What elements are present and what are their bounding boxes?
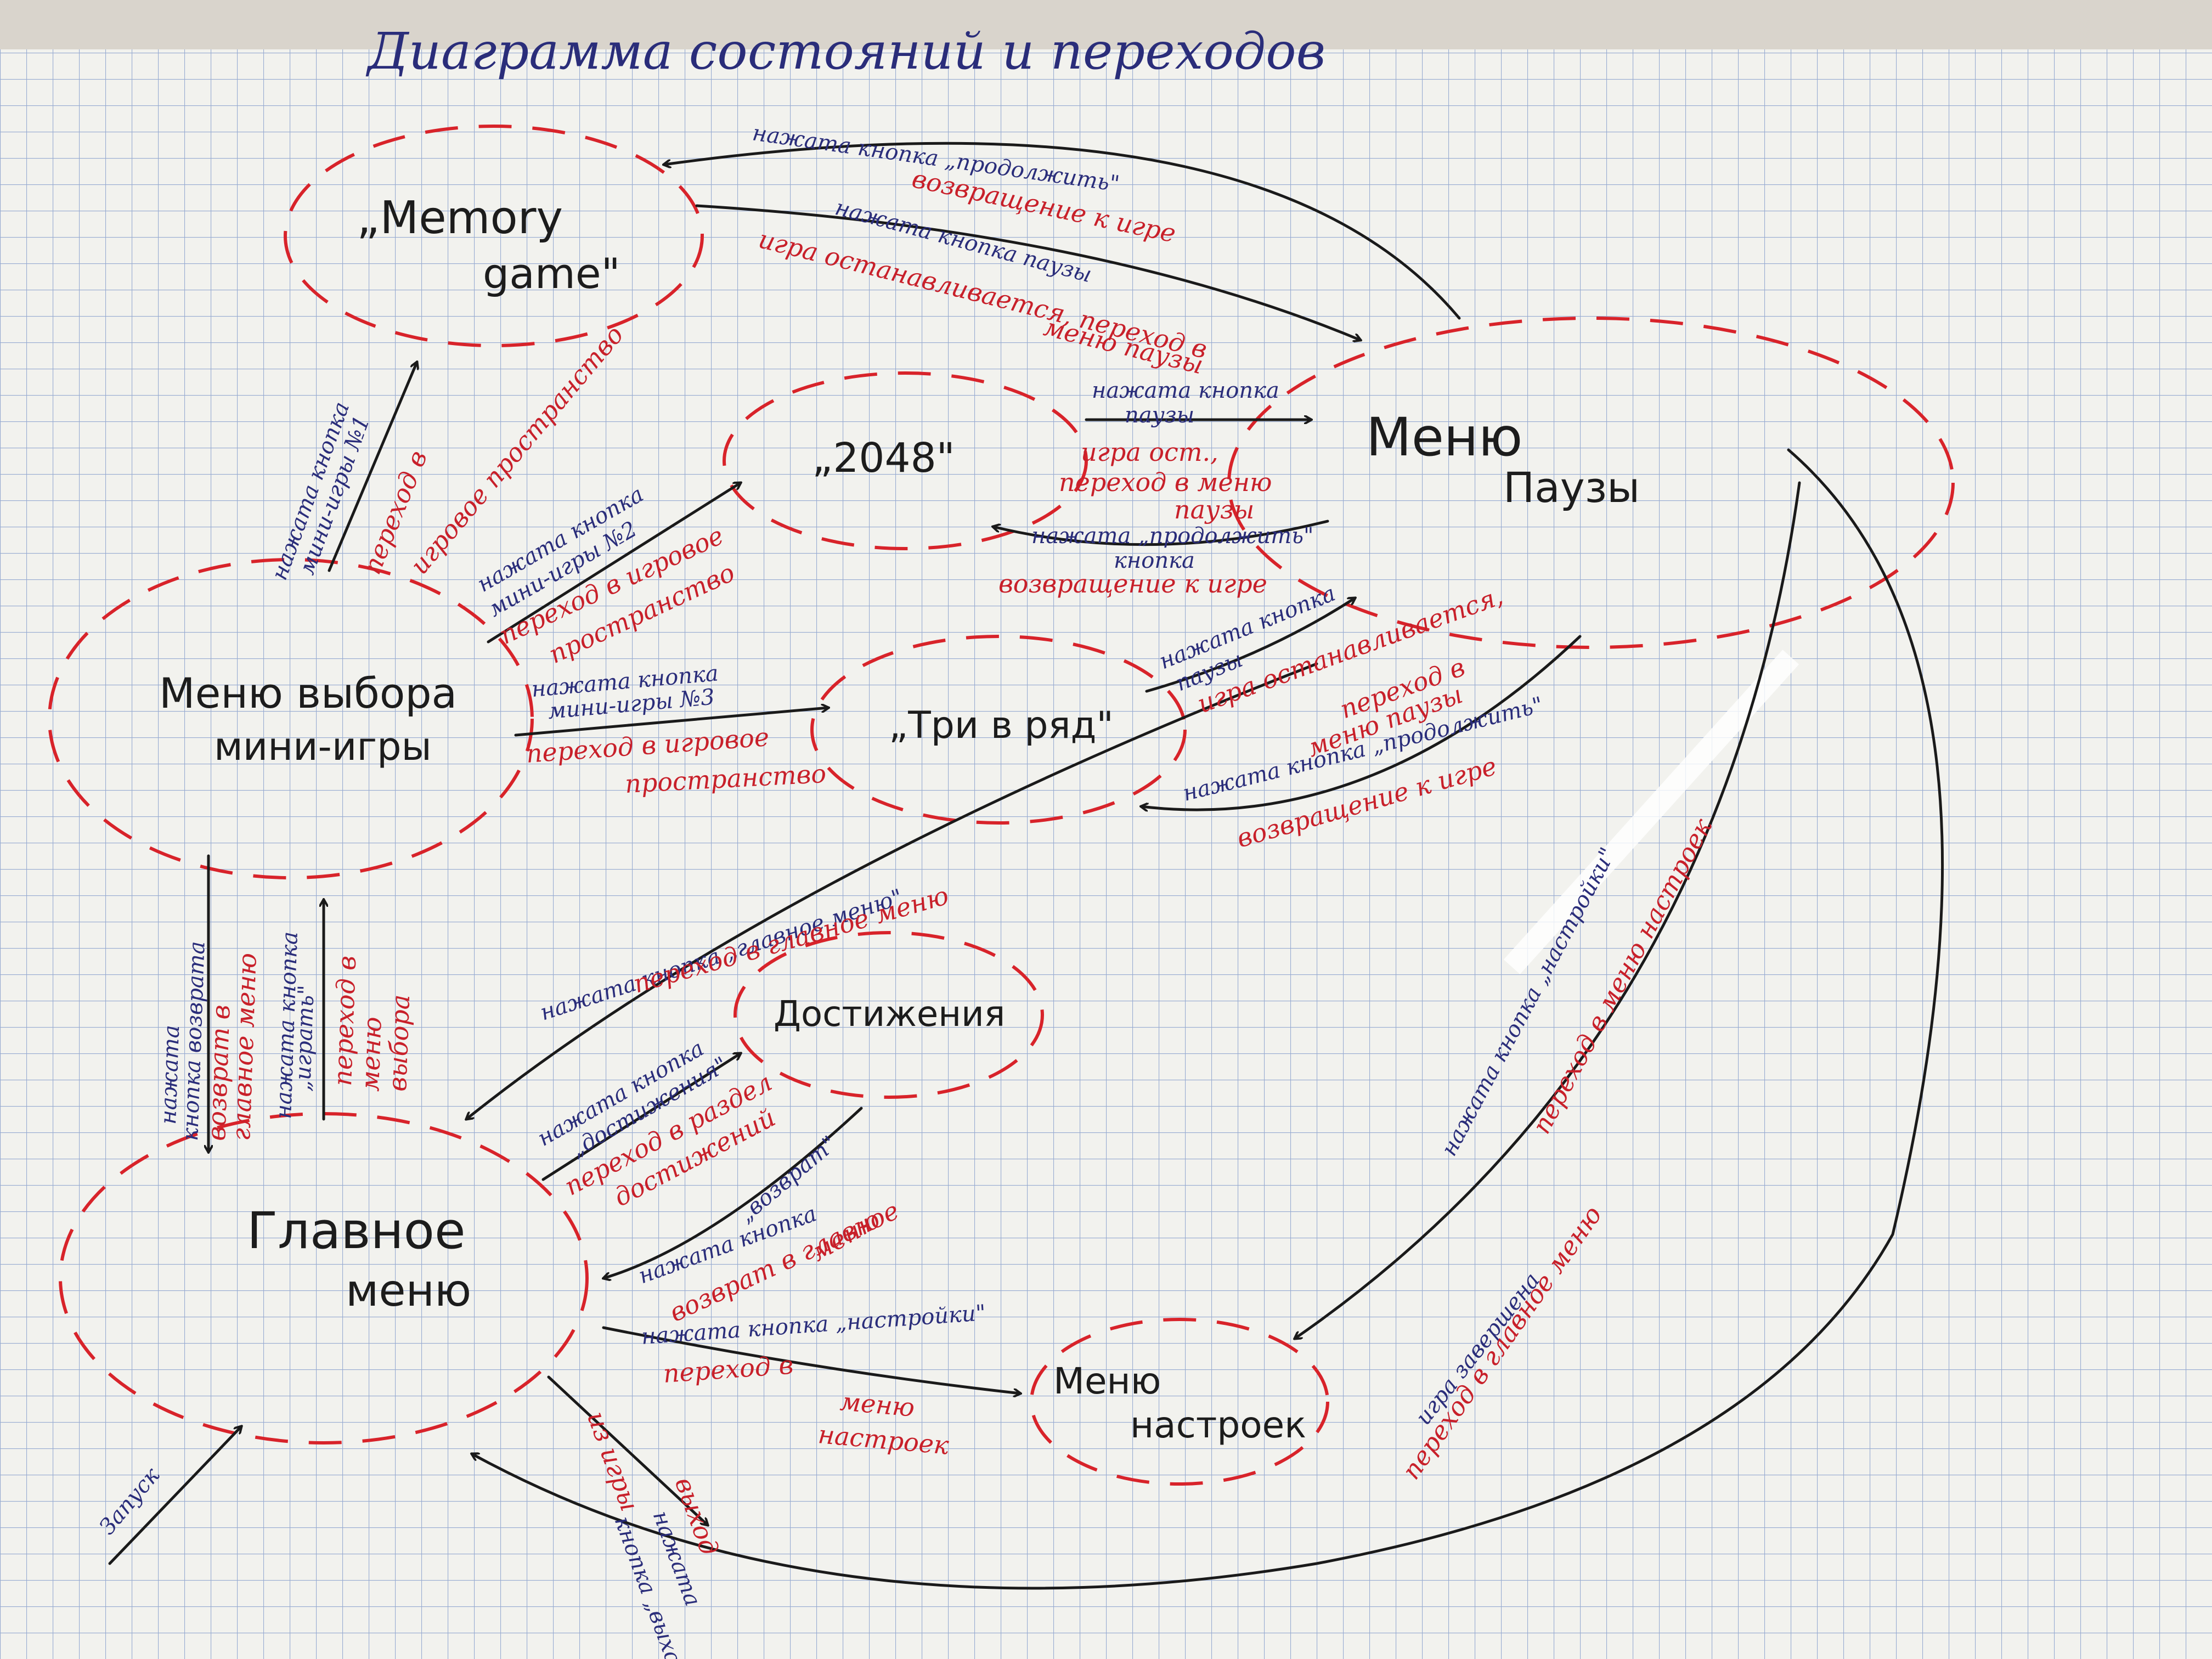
arrow-memory-to-pause (695, 204, 1361, 340)
white-correction-stroke (1503, 650, 1799, 974)
node-outline (733, 931, 1044, 1099)
node-label: „2048" (812, 435, 955, 482)
label-main-to-select-action-2: меню (355, 1016, 387, 1092)
label-main-to-select-action-1: переход в (328, 955, 362, 1086)
label-select-to-main-action-1: возврат в (201, 1004, 236, 1141)
label-main-to-select-action-3: выбора (382, 994, 415, 1092)
node-label-line2: Паузы (1503, 463, 1640, 512)
label-main-to-select-event-2: „играть" (290, 985, 319, 1092)
node-label: „Три в ряд" (889, 704, 1114, 747)
label-pause-to-2048-action: возвращение к игре (998, 569, 1267, 599)
node-outline (59, 1112, 589, 1444)
arrow-three-to-pause (1145, 598, 1355, 693)
arrow-select-to-three (514, 708, 828, 737)
arrow-pause-to-memory (664, 142, 1461, 320)
label-2048-to-pause-action-2: переход в меню (1059, 467, 1272, 497)
arrow-start (108, 1426, 241, 1565)
arrow-select-to-memory (328, 362, 417, 572)
node-label-line1: Меню (1366, 407, 1522, 468)
arrow-pause-to-three (1141, 635, 1582, 810)
label-pause-to-2048-event-2: кнопка (1114, 548, 1195, 573)
node-label-line2: мини-игры (214, 724, 432, 769)
paper-grid (0, 49, 2212, 1659)
arrow-select-to-2048 (487, 483, 741, 644)
node-achievements: Достижения (733, 931, 1044, 1099)
node-label-line2: game" (483, 249, 620, 298)
transition-arrows (108, 142, 1944, 1590)
arrow-pause-to-settings (1295, 481, 1801, 1339)
arrow-pause-to-2048 (993, 520, 1329, 546)
label-select-to-main-action-2: главное меню (226, 952, 262, 1141)
label-2048-to-pause-action-3: паузы (1174, 495, 1254, 524)
arrow-main-exit (547, 1375, 708, 1525)
node-outline (723, 371, 1088, 550)
node-2048: „2048" (723, 371, 1088, 550)
node-label-line1: „Memory (357, 192, 563, 244)
node-outline (1227, 317, 1955, 649)
arrow-main-to-settings (602, 1326, 1020, 1393)
diagram-title: Диаграмма состояний и переходов (365, 22, 1325, 81)
arrow-main-to-achievements (541, 1053, 741, 1181)
node-label-line2: настроек (1130, 1404, 1306, 1446)
label-2048-to-pause-event-2: паузы (1125, 403, 1194, 428)
node-label: Достижения (774, 994, 1005, 1035)
node-label-line1: Главное (247, 1201, 466, 1260)
node-memory-game: „Memory game" (284, 125, 704, 347)
node-label-line2: меню (346, 1265, 471, 1316)
node-pause-menu: Меню Паузы (1227, 317, 1955, 649)
node-outline (48, 558, 534, 879)
node-settings-menu: Меню настроек (1030, 1318, 1329, 1486)
node-outline (284, 125, 704, 347)
node-outline (810, 635, 1187, 825)
node-main-menu: Главное меню (59, 1112, 589, 1444)
label-pause-to-2048-event-1: нажата „продолжить" (1031, 523, 1313, 549)
node-three-in-row: „Три в ряд" (810, 635, 1187, 825)
node-game-select-menu: Меню выбора мини-игры (48, 558, 534, 879)
label-main-to-settings-action-2: меню (839, 1386, 916, 1423)
node-label-line1: Меню (1053, 1360, 1161, 1402)
node-label-line1: Меню выбора (159, 669, 457, 718)
arrow-settings-to-main (472, 448, 1944, 1590)
node-outline (1030, 1318, 1329, 1486)
label-select-to-main-event-1: нажата (156, 1025, 184, 1125)
arrow-pause-to-main (466, 662, 1318, 1119)
arrow-achievements-to-main (603, 1107, 863, 1278)
label-2048-to-pause-event-1: нажата кнопка (1092, 378, 1279, 403)
label-2048-to-pause-action-1: игра ост., (1081, 437, 1218, 467)
